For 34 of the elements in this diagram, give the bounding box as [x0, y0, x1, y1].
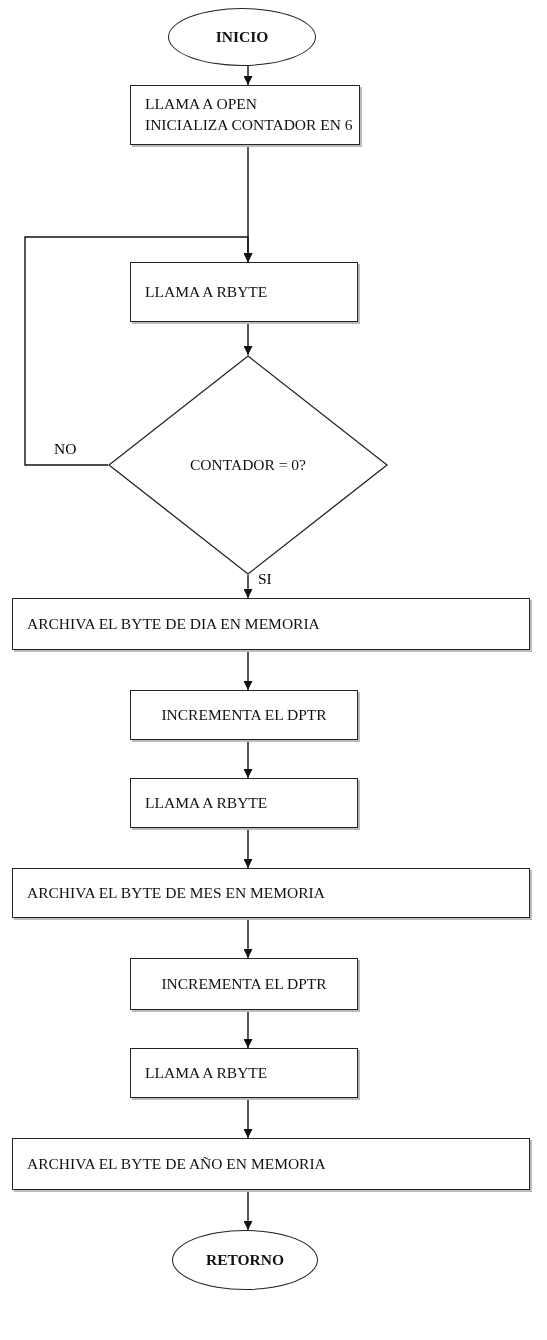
box-text: LLAMA A RBYTE — [145, 1062, 268, 1083]
decision-diamond — [108, 355, 388, 575]
box-text: ARCHIVA EL BYTE DE MES EN MEMORIA — [27, 882, 325, 903]
arrow — [243, 1009, 253, 1049]
arrow — [243, 827, 253, 869]
process-box — [12, 868, 530, 918]
arrow — [243, 917, 253, 959]
process-box — [130, 690, 358, 740]
arrow — [243, 65, 253, 86]
arrow — [243, 739, 253, 779]
process-box — [130, 1048, 358, 1098]
arrow — [243, 649, 253, 691]
box-text: INICIO — [215, 26, 269, 47]
process-box — [130, 958, 358, 1010]
box-text: RETORNO — [205, 1249, 285, 1270]
process-box — [130, 262, 358, 322]
process-box — [12, 598, 530, 650]
arrow — [243, 574, 253, 599]
box-text: INCREMENTA EL DPTR — [161, 704, 327, 725]
process-box — [130, 778, 358, 828]
process-box — [130, 85, 360, 145]
box-text: LLAMA A OPEN — [145, 94, 257, 115]
box-text: ARCHIVA EL BYTE DE AÑO EN MEMORIA — [27, 1153, 326, 1174]
box-text: LLAMA A RBYTE — [145, 792, 268, 813]
box-text: ARCHIVA EL BYTE DE DIA EN MEMORIA — [27, 613, 320, 634]
box-text: INCREMENTA EL DPTR — [161, 973, 327, 994]
arrow — [243, 1097, 253, 1139]
process-box — [12, 1138, 530, 1190]
box-text: INICIALIZA CONTADOR EN 6 — [145, 115, 353, 135]
arrow — [243, 321, 253, 356]
arrow — [243, 1189, 253, 1231]
box-text: LLAMA A RBYTE — [145, 281, 268, 302]
box-text: CONTADOR = 0? — [190, 454, 306, 475]
arrow — [24, 236, 253, 466]
